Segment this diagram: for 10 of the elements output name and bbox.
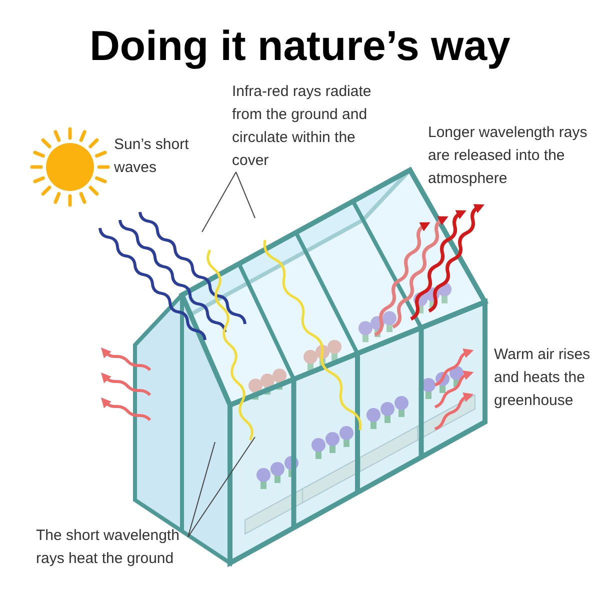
leader-line — [188, 436, 256, 538]
leader-line — [236, 172, 256, 218]
leader-line — [188, 442, 216, 538]
callout-text: Longer wavelength rays are released into the atmosphere — [428, 123, 588, 189]
title: Doing it nature’s way — [88, 21, 512, 71]
leader-line — [202, 172, 236, 232]
callout-text: The short wavelength rays heat the ground — [36, 526, 180, 569]
callout-text: Warm air rises and heats the greenhouse — [494, 345, 592, 411]
callout-text: Infra-red rays radiate from the ground and circulate within the cover — [232, 82, 372, 171]
callout-text: Sun’s short waves — [114, 135, 190, 178]
